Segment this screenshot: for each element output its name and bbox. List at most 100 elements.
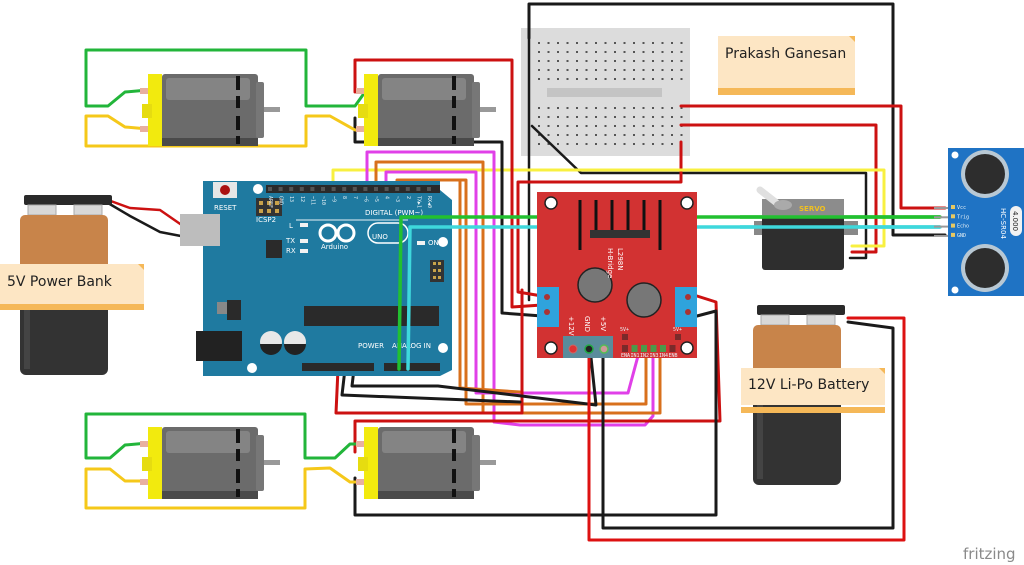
sensor-pin — [951, 232, 955, 237]
digital-pin-label: ~9 — [331, 196, 337, 202]
l298n-label: L298N — [616, 248, 624, 271]
breadboard-hole — [538, 60, 540, 62]
breadboard-hole — [557, 60, 559, 62]
breadboard-hole — [585, 51, 588, 53]
breadboard-hole — [538, 69, 540, 71]
wire-yellow-fl — [84, 114, 367, 148]
digital-pin-label: ~11 — [309, 196, 315, 205]
note-author-text: Prakash Ganesan — [725, 46, 846, 62]
breadboard-hole — [661, 69, 664, 71]
note-power-bank: 5V Power Bank — [0, 264, 144, 310]
breadboard-hole — [595, 51, 597, 53]
led-on-label: ON — [428, 239, 439, 247]
breadboard-hole — [652, 69, 654, 71]
digital-pin — [405, 187, 410, 191]
breadboard-hole — [557, 116, 559, 118]
breadboard-hole — [595, 116, 597, 118]
breadboard-hole — [585, 60, 588, 62]
digital-pin-label: ~5 — [373, 196, 379, 202]
breadboard-hole — [623, 116, 626, 118]
breadboard-hole — [557, 51, 559, 53]
digital-pin-label: 2 — [405, 196, 411, 199]
breadboard — [521, 28, 690, 156]
breadboard-hole — [661, 78, 664, 80]
breadboard-hole — [614, 42, 616, 44]
svg-text:+5V: +5V — [599, 316, 607, 331]
digital-label: DIGITAL (PWM~) — [365, 209, 423, 217]
digital-pin — [416, 187, 421, 191]
breadboard-hole — [633, 78, 635, 80]
digital-pin — [384, 187, 389, 191]
digital-pin-label: GND — [278, 196, 284, 205]
breadboard-hole — [642, 125, 645, 127]
breadboard-hole — [623, 69, 626, 71]
breadboard-hole — [614, 116, 616, 118]
breadboard-hole — [633, 60, 635, 62]
breadboard-hole — [566, 116, 569, 118]
breadboard-hole — [680, 134, 683, 136]
sensor-pin — [951, 205, 955, 209]
breadboard-hole — [633, 116, 635, 118]
breadboard-hole — [604, 134, 607, 136]
breadboard-hole — [547, 143, 550, 145]
control-pin — [622, 345, 628, 352]
breadboard-hole — [623, 143, 626, 145]
crystal-label: 4.000 — [1011, 211, 1019, 231]
breadboard-hole — [595, 42, 597, 44]
breadboard-hole — [576, 42, 578, 44]
digital-pin-label: 12 — [299, 196, 305, 202]
digital-pin — [395, 187, 400, 191]
digital-pin — [299, 187, 304, 191]
breadboard-hole — [671, 78, 673, 80]
wire-yellow-rl — [84, 466, 367, 510]
wire-black-gnd-2 — [350, 346, 598, 407]
breadboard-hole — [661, 143, 664, 145]
breadboard-hole — [595, 60, 597, 62]
breadboard-hole — [585, 143, 588, 145]
breadboard-hole — [566, 69, 569, 71]
led-tx-label: TX — [285, 237, 295, 245]
breadboard-hole — [595, 78, 597, 80]
wire-green-fl — [84, 48, 367, 108]
breadboard-hole — [661, 60, 664, 62]
breadboard-hole — [633, 134, 635, 136]
breadboard-hole — [642, 60, 645, 62]
breadboard-hole — [547, 134, 550, 136]
digital-pin — [427, 187, 431, 191]
breadboard-hole — [595, 69, 597, 71]
control-pin-label: ENB — [669, 353, 678, 359]
wire-black-motor-bottom — [353, 309, 718, 517]
breadboard-hole — [604, 60, 607, 62]
sensor-pin-label: Echo — [957, 224, 969, 230]
breadboard-hole — [614, 125, 616, 127]
control-pin — [660, 345, 666, 352]
hbridge-label: H-Bridge — [606, 248, 614, 278]
breadboard-hole — [538, 51, 540, 53]
wire-magenta-1 — [365, 150, 655, 427]
svg-text:GND: GND — [583, 316, 591, 332]
breadboard-hole — [538, 125, 540, 127]
wire-black-diag — [530, 124, 868, 260]
breadboard-hole — [547, 116, 550, 118]
breadboard-hole — [633, 143, 635, 145]
breadboard-hole — [671, 125, 673, 127]
breadboard-hole — [566, 78, 569, 80]
sensor-pin-lead — [934, 234, 948, 237]
jumper-pin — [622, 334, 628, 340]
breadboard-hole — [604, 107, 607, 109]
breadboard-hole — [585, 69, 588, 71]
wires — [84, 2, 947, 542]
digital-pin-label: 7 — [352, 196, 358, 199]
breadboard-hole — [576, 125, 578, 127]
breadboard-hole — [642, 107, 645, 109]
wire-green-rl — [84, 412, 367, 460]
breadboard-hole — [538, 134, 540, 136]
jumper-label: 5V+ — [620, 327, 629, 333]
breadboard-hole — [585, 107, 588, 109]
wire-orange-1 — [374, 160, 662, 415]
